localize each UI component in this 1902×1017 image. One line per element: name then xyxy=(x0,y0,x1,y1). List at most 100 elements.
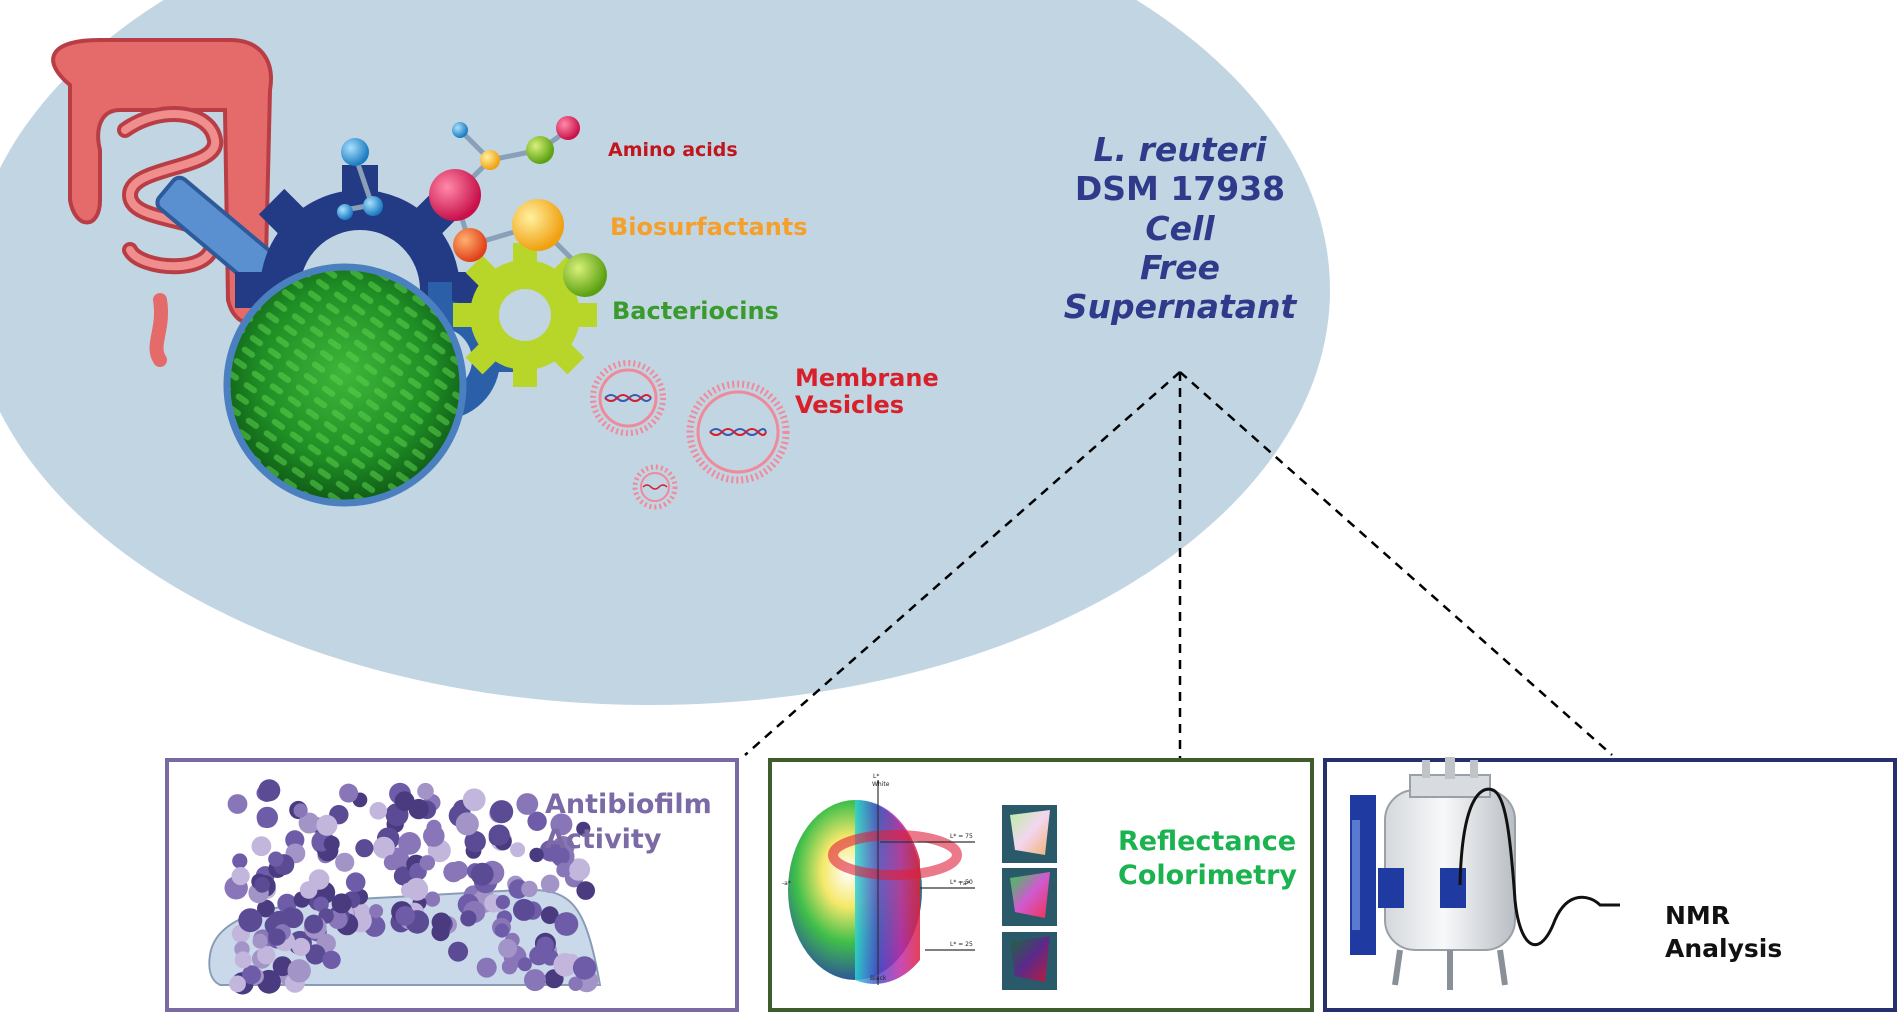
biofilm-particle xyxy=(369,802,388,820)
biofilm-particle xyxy=(572,956,597,980)
title-free: Free xyxy=(1140,247,1220,287)
nmr-spectrometer-icon xyxy=(1350,757,1620,990)
biofilm-particle xyxy=(470,862,494,886)
connector-to-antibiofilm xyxy=(744,371,1181,756)
inset-l50-label: L* = 50 xyxy=(950,879,973,886)
biofilm-particle xyxy=(529,946,549,966)
biofilm-particle xyxy=(227,794,248,814)
biofilm-particle xyxy=(345,872,366,892)
biofilm-particle xyxy=(308,869,330,890)
biofilm-particle xyxy=(490,800,514,824)
vesicles-label: Vesicles xyxy=(795,390,905,419)
biofilm-particle xyxy=(282,907,298,923)
biofilm-particle xyxy=(423,825,445,847)
inset-plus-a-label: +a* xyxy=(958,880,970,887)
biofilm-particle xyxy=(539,840,562,862)
bacteriocins-label: Bacteriocins xyxy=(612,297,779,325)
biofilm-particle xyxy=(251,836,272,857)
main-title: L. reuteri DSM 17938 Cell Free Supernata… xyxy=(1000,130,1360,326)
biofilm-particle xyxy=(516,793,539,815)
biofilm-particle xyxy=(417,782,434,800)
inset-minus-a-label: -a* xyxy=(782,880,791,887)
gear-yellow-green-icon xyxy=(453,243,597,387)
biofilm-particle xyxy=(395,906,416,926)
biofilm-particle xyxy=(393,866,413,886)
nmr-line1: NMR xyxy=(1665,901,1731,930)
biofilm-particle xyxy=(498,938,518,958)
molecule-icons xyxy=(337,116,607,297)
biofilm-particle xyxy=(335,852,355,872)
biofilm-particle xyxy=(540,906,559,925)
inset-white-label: White xyxy=(872,781,890,788)
biofilm-particle xyxy=(554,912,579,936)
antibiofilm-line2: Activity xyxy=(545,824,662,856)
membrane-label: Membrane xyxy=(795,364,939,392)
biofilm-particle xyxy=(569,860,588,880)
nmr-line2: Analysis xyxy=(1665,933,1783,963)
biofilm-particle xyxy=(513,898,535,921)
biofilm-particle xyxy=(394,791,415,811)
biofilm-particle xyxy=(476,957,497,978)
biofilm-particle xyxy=(257,946,276,965)
biofilm-particle xyxy=(510,842,526,858)
biofilm-particle xyxy=(229,975,246,993)
biofilm-particle xyxy=(419,855,435,871)
biofilm-particle xyxy=(355,839,374,858)
membrane-vesicles-label: Membrane Vesicles xyxy=(795,365,939,419)
antibiofilm-line1: Antibiofilm xyxy=(545,789,712,820)
reflectance-line2: Colorimetry xyxy=(1118,859,1298,891)
biofilm-particle xyxy=(316,814,338,836)
inset-black-label: Black xyxy=(870,975,887,982)
biofilm-particle xyxy=(242,965,261,985)
color-space-labels: White Black L* +a* -a* L* = 75 L* = 50 L… xyxy=(782,773,973,982)
antibiofilm-label: Antibiofilm Activity xyxy=(545,787,712,857)
biofilm-particle xyxy=(234,951,252,969)
biofilm-particle xyxy=(323,835,340,852)
inset-l75-label: L* = 75 xyxy=(950,833,973,840)
biofilm-particle xyxy=(431,912,451,932)
biofilm-particle xyxy=(383,854,400,871)
title-cell: Cell xyxy=(1145,208,1215,248)
biofilm-particle xyxy=(460,910,477,927)
biofilm-particle xyxy=(529,847,544,863)
biofilm-particle xyxy=(540,874,560,894)
biofilm-particle xyxy=(304,914,324,934)
biofilm-particle xyxy=(550,813,573,836)
biofilm-particle xyxy=(398,832,421,855)
title-supernatant: Supernatant xyxy=(1063,287,1297,327)
biofilm-particle xyxy=(449,861,468,880)
biofilm-particle xyxy=(256,806,278,829)
biofilm-particle xyxy=(313,896,329,912)
biofilm-particle xyxy=(495,895,510,910)
biofilm-particle xyxy=(517,957,532,972)
biofilm-particle xyxy=(231,867,250,886)
biofilm-particle xyxy=(488,824,510,846)
biofilm-particle xyxy=(556,862,572,878)
biofilm-particle xyxy=(521,880,538,898)
inset-l25-label: L* = 25 xyxy=(950,941,973,948)
biofilm-particle xyxy=(455,812,479,836)
biofilm-particle xyxy=(305,944,326,965)
biosurfactants-label: Biosurfactants xyxy=(610,213,808,241)
biofilm-particle xyxy=(292,937,311,957)
biofilm-particle xyxy=(448,941,469,962)
biofilm-particle xyxy=(257,899,275,918)
title-strain: DSM 17938 xyxy=(1074,169,1286,209)
biofilm-particle xyxy=(339,783,359,803)
biofilm-particle xyxy=(373,836,395,859)
biofilm-particle xyxy=(331,893,352,914)
biofilm-particle xyxy=(424,891,441,907)
membrane-vesicle-icons xyxy=(590,360,790,510)
connector-to-nmr xyxy=(1179,371,1613,756)
biofilm-particle xyxy=(369,904,384,919)
biofilm-particle xyxy=(501,959,518,975)
biofilm-particle xyxy=(232,853,248,869)
biofilm-illustration xyxy=(208,779,602,995)
connector-lines xyxy=(744,371,1613,760)
biofilm-particle xyxy=(293,803,308,818)
background-ellipse xyxy=(0,0,1330,705)
biofilm-particle xyxy=(524,969,546,992)
biofilm-particle xyxy=(252,933,268,949)
color-space-illustration xyxy=(788,780,1057,990)
